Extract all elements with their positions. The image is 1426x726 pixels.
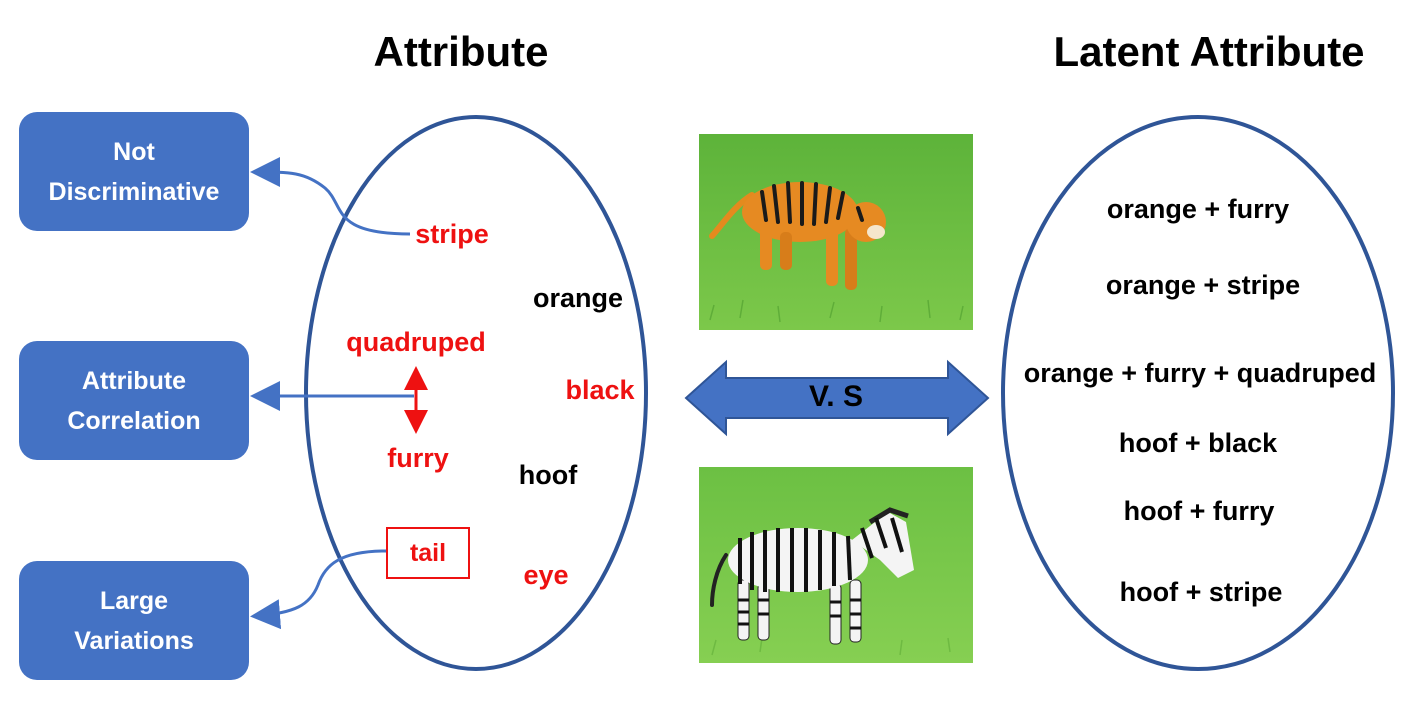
attribute-hoof: hoof xyxy=(518,460,578,490)
latent-attribute-item: orange + furry + quadruped xyxy=(1023,358,1377,388)
attribute-title: Attribute xyxy=(373,28,549,75)
attribute-correlation-line-2: Correlation xyxy=(67,406,201,435)
attribute-black: black xyxy=(565,375,635,405)
attribute-stripe: stripe xyxy=(415,219,489,249)
latent-attribute-ellipse xyxy=(1001,115,1395,671)
attribute-eye: eye xyxy=(523,560,569,590)
large-variations-line-2: Variations xyxy=(74,626,194,655)
attribute-quadruped: quadruped xyxy=(346,327,486,357)
large-variations-box: Large Variations xyxy=(19,561,249,680)
attribute-furry: furry xyxy=(387,443,449,473)
latent-attribute-item: hoof + black xyxy=(1118,428,1278,458)
not-discriminative-box: Not Discriminative xyxy=(19,112,249,231)
attribute-tail-box: tail xyxy=(386,527,470,579)
not-discriminative-line-2: Discriminative xyxy=(48,177,220,206)
attribute-ellipse xyxy=(304,115,648,671)
tail-to-large-variations-arrow xyxy=(250,549,387,630)
attribute-correlation-box: Attribute Correlation xyxy=(19,341,249,460)
attribute-orange: orange xyxy=(532,283,624,313)
large-variations-line-1: Large xyxy=(99,586,169,615)
attribute-correlation-line-1: Attribute xyxy=(81,366,187,395)
latent-attribute-item: hoof + furry xyxy=(1123,496,1275,526)
latent-attribute-title: Latent Attribute xyxy=(1053,28,1365,75)
vs-double-arrow xyxy=(684,359,990,437)
latent-attribute-item: hoof + stripe xyxy=(1119,577,1283,607)
tiger-photo xyxy=(699,134,973,330)
zebra-photo xyxy=(699,467,973,663)
latent-attribute-item: orange + furry xyxy=(1106,194,1290,224)
latent-attribute-item: orange + stripe xyxy=(1105,270,1301,300)
stripe-to-not-discriminative-arrow xyxy=(250,157,411,236)
vs-label: V. S xyxy=(809,380,863,413)
not-discriminative-line-1: Not xyxy=(113,137,155,166)
attribute-tail: tail xyxy=(409,538,447,567)
